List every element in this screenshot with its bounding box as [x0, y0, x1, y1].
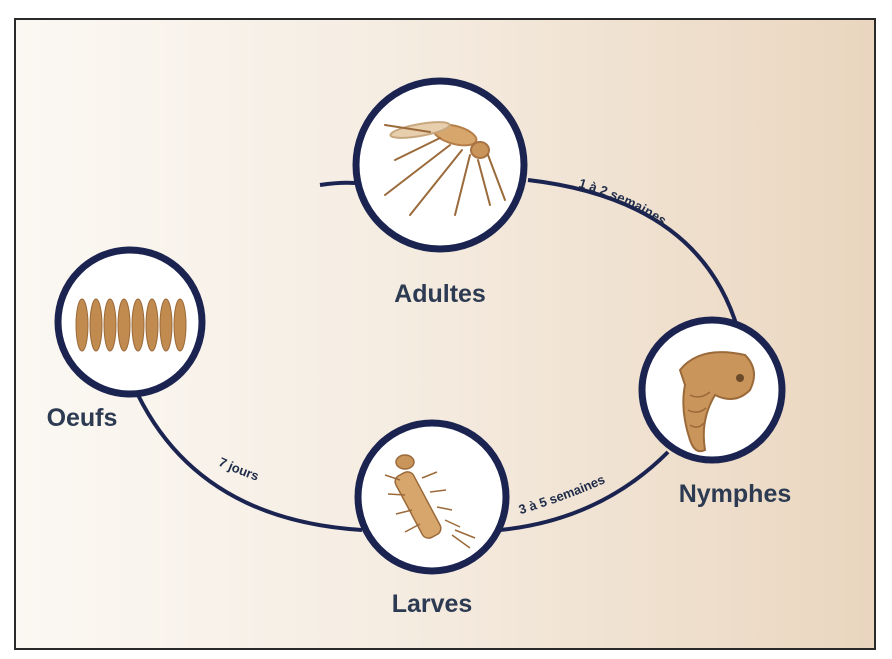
duration-label-larves-nymphes: 3 à 5 semaines	[517, 472, 607, 517]
stage-oeufs	[58, 250, 202, 394]
stage-label-adultes: Adultes	[394, 280, 486, 308]
cycle-line-larves-oeufs	[138, 395, 362, 530]
stage-label-larves: Larves	[392, 590, 473, 618]
stage-label-nymphes: Nymphes	[679, 480, 792, 508]
duration-label-adultes-nymphes: 1 à 2 semaines	[577, 175, 669, 228]
stage-label-oeufs: Oeufs	[47, 404, 118, 432]
stage-nymphes	[642, 320, 782, 460]
stage-adultes	[356, 81, 524, 249]
duration-label-oeufs-larves: 7 jours	[217, 454, 261, 483]
stage-larves	[358, 423, 506, 571]
cycle-line-adultes-tail	[320, 183, 355, 185]
